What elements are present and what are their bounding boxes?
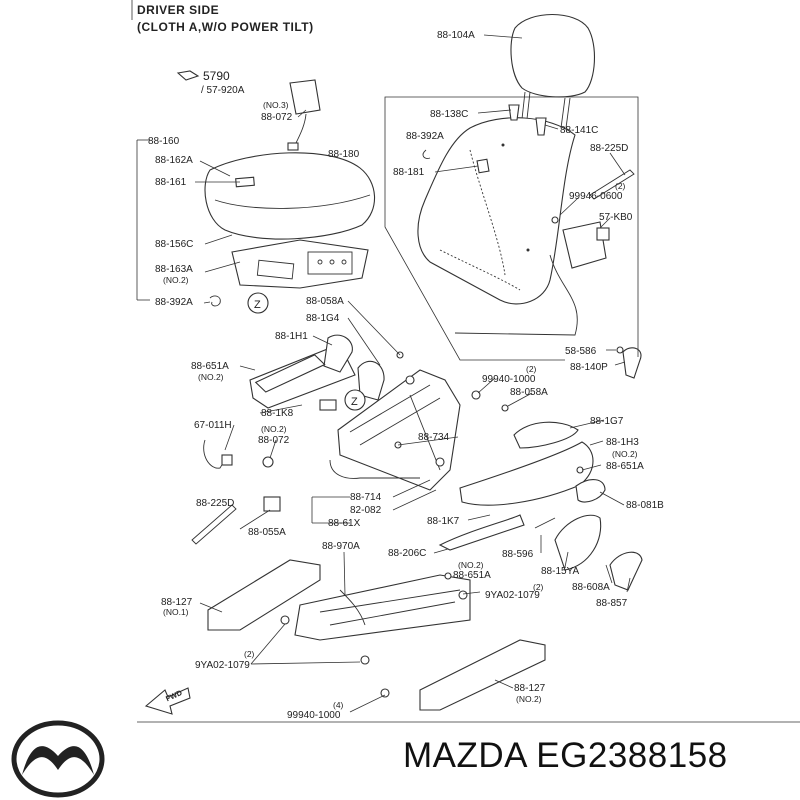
seatback-drawing — [417, 104, 642, 379]
label-88-160: 88-160 — [148, 136, 180, 147]
label-no3: (NO.3) — [263, 100, 289, 110]
label-88-970a: 88-970A — [322, 541, 360, 552]
side-covers-drawing — [438, 421, 643, 591]
label-88-651a-right: 88-651A — [606, 461, 644, 472]
label-5790: 5790 — [203, 69, 230, 83]
label-no2-rail: (NO.2) — [516, 694, 542, 704]
seat-rails-drawing — [144, 559, 546, 715]
label-88-058a-mid: 88-058A — [510, 387, 548, 398]
label-88-181: 88-181 — [393, 167, 425, 178]
label-99940-1000-low: 99940-1000 — [287, 710, 341, 721]
label-99946-0600: 99946-0600 — [569, 191, 623, 202]
label-z-mid: Z — [351, 396, 358, 408]
label-99940-1000-mid: 99940-1000 — [482, 374, 536, 385]
label-no2-right: (NO.2) — [612, 449, 638, 459]
part-labels: 88-104A 5790 / 57-920A (NO.3) 88-072 88-… — [148, 30, 664, 721]
label-88-140p: 88-140P — [570, 362, 608, 373]
label-88-225d-left: 88-225D — [196, 498, 234, 509]
label-88-156c: 88-156C — [155, 239, 193, 250]
label-88-127-left: 88-127 — [161, 597, 193, 608]
label-88-1h3: 88-1H3 — [606, 437, 639, 448]
label-88-138c: 88-138C — [430, 109, 468, 120]
part-number-title: MAZDA EG2388158 — [403, 736, 728, 775]
label-no2-left: (NO.2) — [198, 372, 224, 382]
label-88-1k7: 88-1K7 — [427, 516, 460, 527]
label-88-072-top: 88-072 — [261, 112, 293, 123]
label-88-161: 88-161 — [155, 177, 187, 188]
label-82-082: 82-082 — [350, 505, 382, 516]
label-88-072-low: 88-072 — [258, 435, 290, 446]
label-qty-2-b: (2) — [526, 364, 537, 374]
label-88-055a: 88-055A — [248, 527, 286, 538]
label-88-857: 88-857 — [596, 598, 628, 609]
belt-buckle-drawing — [176, 70, 321, 151]
label-88-1g7: 88-1G7 — [590, 416, 624, 427]
label-88-61x: 88-61X — [328, 518, 361, 529]
label-no2-cushion: (NO.2) — [163, 275, 189, 285]
label-88-206c: 88-206C — [388, 548, 426, 559]
label-no2-lower: (NO.2) — [458, 560, 484, 570]
seatback-group-bracket — [384, 96, 639, 357]
label-88-734: 88-734 — [418, 432, 450, 443]
label-88-596: 88-596 — [502, 549, 534, 560]
label-88-714: 88-714 — [350, 492, 382, 503]
label-qty-4: (4) — [333, 700, 344, 710]
label-z-top: Z — [254, 299, 261, 311]
diagram-title: DRIVER SIDE — [137, 3, 220, 17]
seat-cushion-drawing — [204, 152, 376, 307]
label-9ya02-1079-left: 9YA02-1079 — [195, 660, 250, 671]
label-88-651a-low: 88-651A — [453, 570, 491, 581]
label-88-081b: 88-081B — [626, 500, 664, 511]
label-88-162a: 88-162A — [155, 155, 193, 166]
label-88-1h1: 88-1H1 — [275, 331, 308, 342]
label-88-180: 88-180 — [328, 149, 360, 160]
mazda-logo-icon — [11, 720, 105, 798]
label-qty-2-d: (2) — [244, 649, 255, 659]
seat-track-drawing — [191, 292, 509, 545]
label-88-104a: 88-104A — [437, 30, 475, 41]
label-58-586: 58-586 — [565, 346, 597, 357]
headrest-drawing — [510, 13, 596, 129]
label-9ya02-1079-right: 9YA02-1079 — [485, 590, 540, 601]
label-88-15ya: 88-15YA — [541, 566, 580, 577]
label-88-392a-mid: 88-392A — [406, 131, 444, 142]
label-88-058a-top: 88-058A — [306, 296, 344, 307]
label-qty-2-c: (2) — [533, 582, 544, 592]
label-57-920a: / 57-920A — [201, 85, 245, 96]
label-no1: (NO.1) — [163, 607, 189, 617]
label-88-608a: 88-608A — [572, 582, 610, 593]
label-88-1k8: 88-1K8 — [261, 408, 294, 419]
label-no2-clip: (NO.2) — [261, 424, 287, 434]
label-88-225d-top: 88-225D — [590, 143, 628, 154]
label-57-kb0: 57-KB0 — [599, 212, 633, 223]
label-88-141c: 88-141C — [560, 125, 598, 136]
label-qty-2-a: (2) — [615, 181, 626, 191]
label-88-651a-left: 88-651A — [191, 361, 229, 372]
label-88-392a-left: 88-392A — [155, 297, 193, 308]
diagram-subtitle: (CLOTH A,W/O POWER TILT) — [137, 20, 314, 34]
fwd-arrow-icon — [144, 687, 191, 715]
label-88-163a: 88-163A — [155, 264, 193, 275]
leader-lines — [195, 34, 631, 713]
label-67-011h: 67-011H — [194, 420, 232, 431]
label-88-1g4: 88-1G4 — [306, 313, 340, 324]
label-88-127-right: 88-127 — [514, 683, 546, 694]
